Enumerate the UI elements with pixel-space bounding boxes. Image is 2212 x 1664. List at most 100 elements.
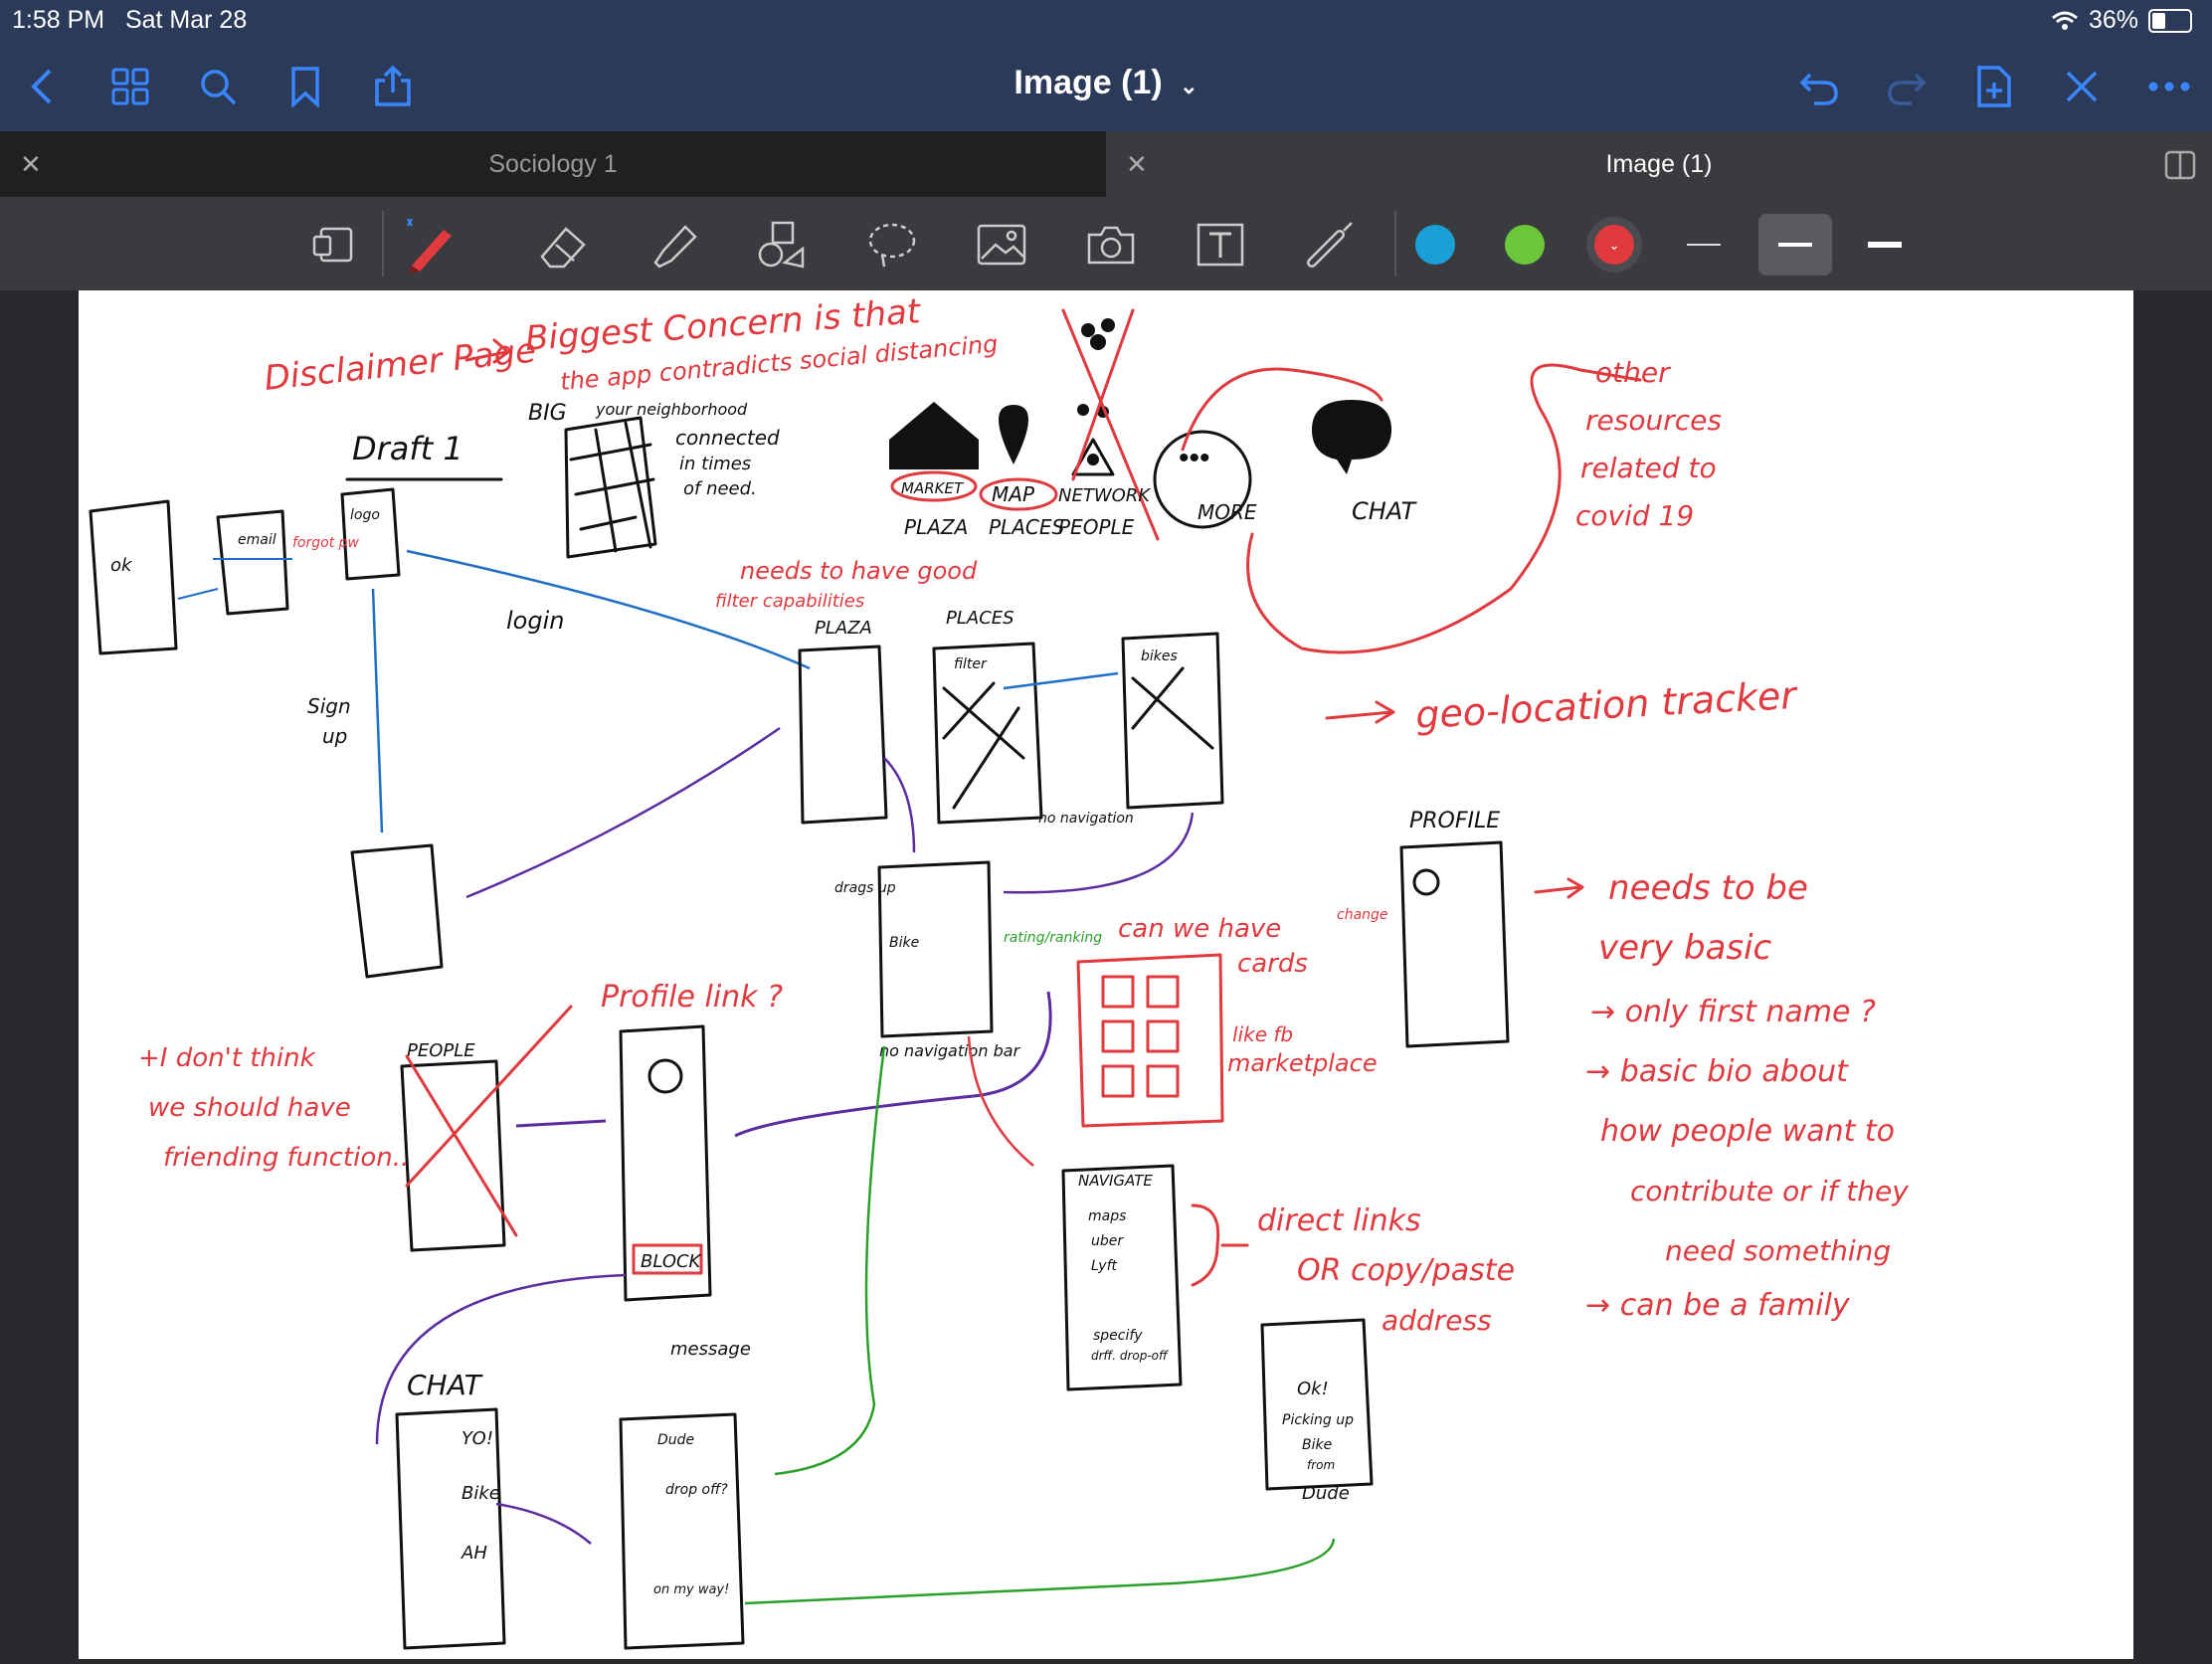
tab-sociology[interactable]: ✕ Sociology 1 <box>0 131 1106 197</box>
lasso-tool-icon[interactable] <box>861 214 923 276</box>
grid-icon[interactable] <box>103 60 157 113</box>
color-swatch-green[interactable] <box>1494 214 1556 276</box>
laser-pointer-icon[interactable] <box>1299 214 1361 276</box>
filter-note: needs to have good <box>740 557 978 585</box>
basic-note: very basic <box>1598 928 1772 968</box>
chat-message: YO! <box>461 1428 493 1449</box>
basic-note: → basic bio about <box>1585 1054 1849 1089</box>
friend-note: we should have <box>148 1093 351 1123</box>
message-note: message <box>670 1339 751 1360</box>
bikes-label: bikes <box>1141 648 1178 664</box>
no-nav-note: no navigation <box>1038 811 1134 827</box>
image-tool-icon[interactable] <box>971 214 1032 276</box>
uber-option: uber <box>1091 1233 1124 1249</box>
color-swatch-red[interactable]: ⌄ <box>1583 214 1645 276</box>
filter-label: filter <box>954 656 988 672</box>
people-small-label: PEOPLE <box>407 1040 475 1061</box>
text-tool-icon[interactable] <box>1190 214 1251 276</box>
map-phone-sketch <box>1121 632 1224 810</box>
pickup-message: Ok! <box>1297 1379 1329 1399</box>
pickup-message: Dude <box>1302 1483 1350 1504</box>
close-icon[interactable]: ✕ <box>1126 148 1148 179</box>
other-note: other <box>1595 356 1671 389</box>
item-detail-phone-sketch <box>877 860 994 1038</box>
geo-note: geo-location tracker <box>1414 673 1799 737</box>
neighborhood-note: connected <box>675 426 780 450</box>
shapes-tool-icon[interactable] <box>752 214 814 276</box>
user-profile-phone-sketch <box>619 1024 712 1302</box>
bike-label: Bike <box>889 935 919 951</box>
filter-note: filter capabilities <box>715 591 864 612</box>
battery-percent: 36% <box>2088 6 2138 34</box>
chat-label: CHAT <box>1352 497 1417 525</box>
friend-note: +I don't think <box>138 1043 316 1073</box>
neighborhood-note: in times <box>679 454 751 474</box>
chat-message: Bike <box>461 1483 500 1504</box>
battery-icon <box>2148 8 2192 33</box>
phone-sketch <box>340 487 401 581</box>
basic-note: contribute or if they <box>1630 1175 1909 1207</box>
basic-note: need something <box>1665 1234 1891 1267</box>
friend-note: friending function.. <box>163 1143 409 1173</box>
undo-icon[interactable] <box>1792 60 1846 113</box>
phone-note: forgot pw <box>292 535 360 551</box>
places-label: PLACES <box>989 515 1064 539</box>
profile-link-note: Profile link ? <box>601 980 783 1015</box>
maps-option: maps <box>1088 1208 1126 1224</box>
other-note: related to <box>1580 452 1717 484</box>
eraser-tool-icon[interactable] <box>533 214 595 276</box>
chat-thread-message: on my way! <box>653 1582 729 1597</box>
plaza-label: PLAZA <box>904 515 968 539</box>
phone-sketch <box>89 499 178 655</box>
basic-note: → only first name ? <box>1590 995 1876 1029</box>
page-view-icon[interactable] <box>302 214 364 276</box>
status-time: 1:58 PM <box>12 6 105 34</box>
status-bar: 1:58 PM Sat Mar 28 36% <box>0 0 2212 42</box>
other-note: covid 19 <box>1575 499 1694 532</box>
toolbar-divider <box>1394 211 1396 277</box>
stroke-thick[interactable] <box>1854 214 1916 276</box>
phone-note: ok <box>110 555 133 576</box>
status-date: Sat Mar 28 <box>124 6 248 34</box>
chevron-down-icon: ⌄ <box>1594 225 1634 265</box>
back-icon[interactable] <box>16 60 70 113</box>
pen-tool-icon[interactable] <box>398 214 460 276</box>
chat-small-label: CHAT <box>407 1369 483 1401</box>
camera-tool-icon[interactable] <box>1080 214 1142 276</box>
places-small-label: PLACES <box>946 608 1014 629</box>
more-icon[interactable] <box>2142 60 2196 113</box>
redo-icon[interactable] <box>1880 60 1934 113</box>
tab-image[interactable]: ✕ Image (1) <box>1106 131 2212 197</box>
document-title[interactable]: Image (1) ⌄ <box>1014 64 1198 101</box>
close-icon[interactable]: ✕ <box>20 148 42 179</box>
split-view-icon[interactable] <box>2164 150 2196 180</box>
cards-note: like fb <box>1232 1022 1293 1046</box>
toolbar-divider <box>382 211 384 277</box>
color-swatch-blue[interactable] <box>1404 214 1466 276</box>
phone-note: logo <box>350 507 380 523</box>
pen-off-icon[interactable] <box>2055 60 2109 113</box>
more-label: MORE <box>1198 500 1257 524</box>
pickup-message: from <box>1307 1458 1335 1472</box>
home-icon <box>889 402 979 469</box>
no-nav-bar-note: no navigation bar <box>879 1041 1021 1060</box>
highlighter-tool-icon[interactable] <box>643 214 704 276</box>
more-icon <box>1153 430 1252 529</box>
basic-note: → can be a family <box>1585 1288 1851 1323</box>
plaza-small-label: PLAZA <box>815 618 872 639</box>
profile-label: PROFILE <box>1409 809 1500 833</box>
profile-phone-sketch <box>1399 840 1510 1048</box>
share-icon[interactable] <box>366 60 420 113</box>
add-page-icon[interactable] <box>1967 60 2021 113</box>
stroke-medium[interactable] <box>1758 214 1832 276</box>
chat-list-phone-sketch <box>395 1407 506 1650</box>
map-pin-icon <box>999 405 1028 464</box>
market-label: MARKET <box>901 479 965 497</box>
people-label: PEOPLE <box>1058 515 1135 539</box>
bookmark-icon[interactable] <box>278 60 332 113</box>
search-icon[interactable] <box>191 60 245 113</box>
stroke-thin[interactable] <box>1673 214 1735 276</box>
sketch-canvas[interactable]: Disclaimer Page Biggest Concern is that … <box>79 290 2133 1659</box>
sketch-drawing: Disclaimer Page Biggest Concern is that … <box>89 291 1909 1650</box>
chat-thread-phone-sketch <box>619 1412 745 1650</box>
